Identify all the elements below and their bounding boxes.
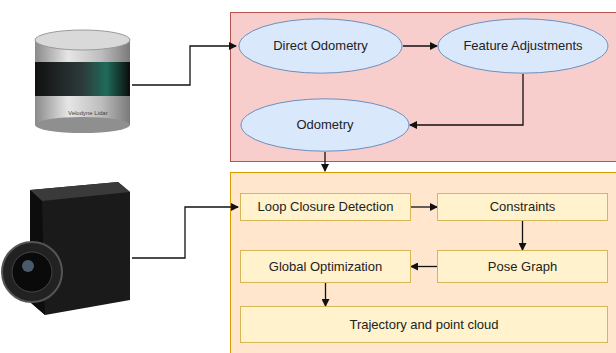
lidar-wire [132, 46, 236, 85]
node-label: Loop Closure Detection [258, 199, 394, 215]
node-label: Feature Adjustments [463, 38, 582, 54]
odometry-to-panel-arrow [324, 152, 325, 171]
process-box: Global Optimization [240, 250, 411, 283]
process-ellipse: Feature Adjustments [437, 18, 609, 74]
flow-arrow [403, 45, 437, 46]
odometry-panel [231, 13, 616, 162]
camera-illustration [2, 182, 130, 315]
product-label: Velodyne Lidar [68, 110, 108, 116]
process-box: Pose Graph [437, 250, 608, 283]
mapping-panel [231, 173, 616, 353]
lidar-illustration [35, 30, 130, 133]
process-box: Constraints [437, 193, 608, 221]
node-label: Odometry [296, 117, 353, 133]
node-label: Constraints [490, 199, 556, 215]
flow-arrow [411, 266, 437, 267]
node-label: Global Optimization [269, 259, 382, 275]
node-label: Pose Graph [488, 259, 557, 275]
process-box: Loop Closure Detection [240, 193, 411, 221]
process-ellipse: Direct Odometry [238, 18, 403, 74]
flow-arrow [522, 221, 523, 250]
camera-wire [132, 207, 238, 258]
flow-arrow [325, 283, 326, 306]
node-label: Trajectory and point cloud [349, 317, 498, 333]
node-label: Direct Odometry [273, 38, 368, 54]
flow-arrow [410, 74, 523, 125]
flow-arrow [411, 206, 437, 207]
process-ellipse: Odometry [240, 98, 410, 152]
process-box: Trajectory and point cloud [240, 306, 608, 343]
